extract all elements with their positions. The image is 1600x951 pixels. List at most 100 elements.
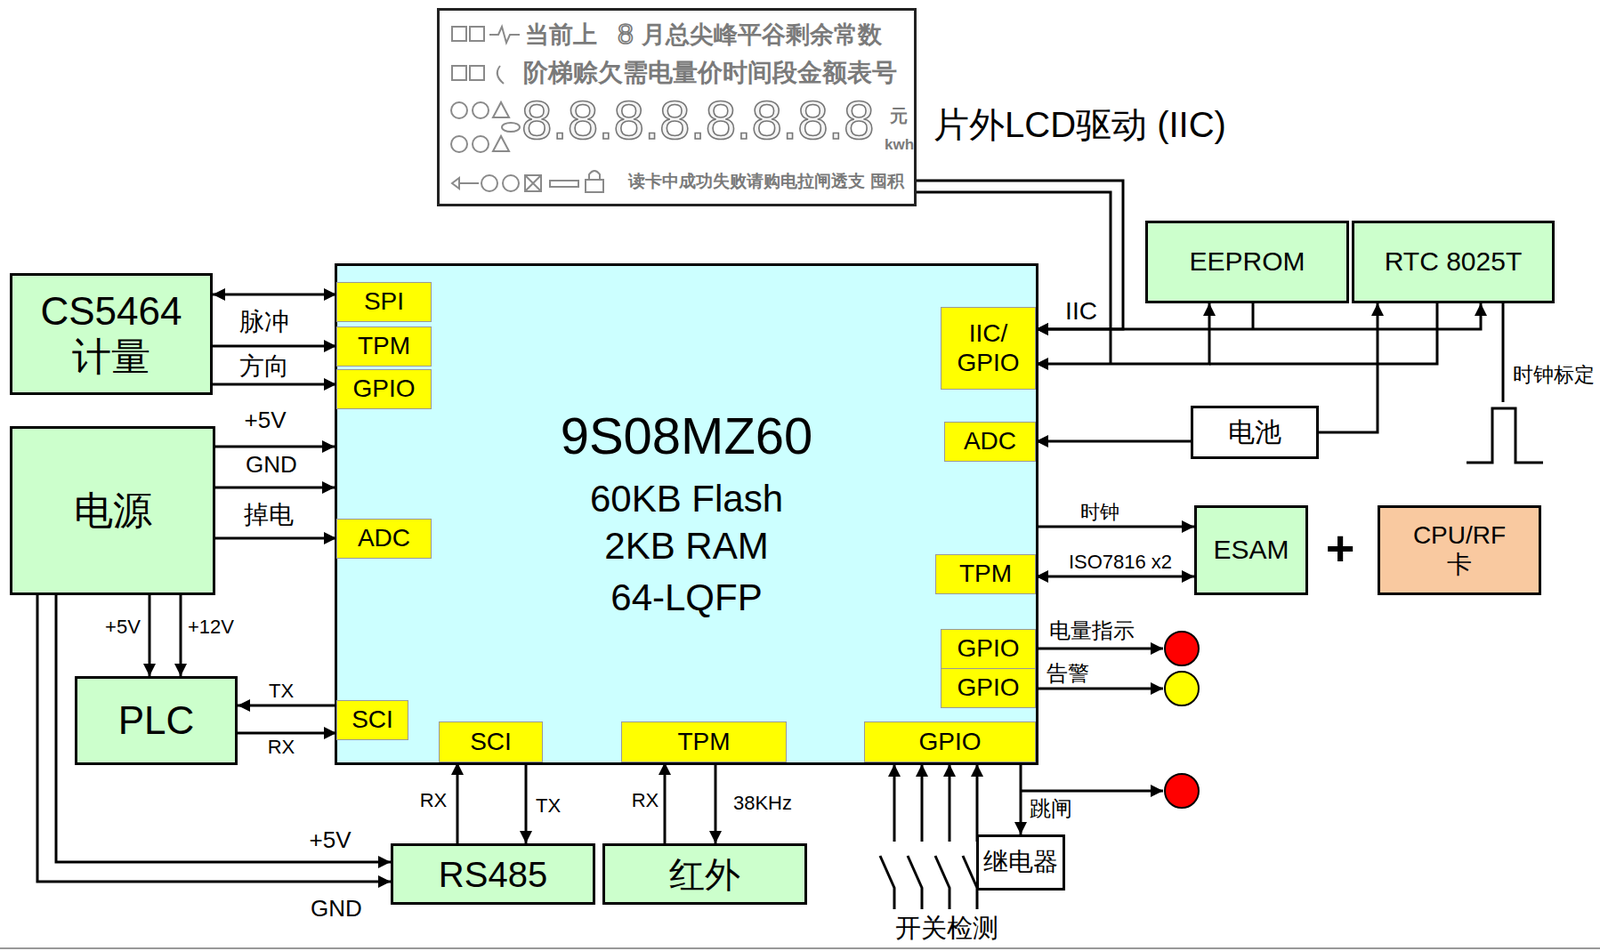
node-label: SCI	[351, 705, 394, 735]
connector	[179, 595, 183, 677]
port-box: ADC	[944, 421, 1036, 462]
switch-wire	[921, 764, 924, 842]
lcd-panel: 当前上8月总尖峰平谷剩余常数阶梯赊欠需电量价时间段金额表号8.8.8.8.8.8…	[436, 8, 917, 207]
node-text: 2KB RAM	[337, 527, 1036, 566]
lcd-icon	[492, 136, 510, 152]
annotation-label: +	[1325, 523, 1356, 574]
node-text: 片外LCD驱动 (IIC)	[933, 106, 1227, 143]
node-label: GPIO	[352, 374, 415, 404]
port-box: SCI	[336, 700, 409, 741]
bottom-rule	[0, 947, 1600, 950]
connector	[1318, 303, 1378, 433]
node-text: 64-LQFP	[337, 579, 1036, 617]
lcd-icon	[585, 170, 604, 193]
connector	[237, 704, 337, 708]
lcd-icon	[549, 180, 579, 187]
port-box: TPM	[336, 326, 432, 367]
connector	[215, 537, 337, 541]
connector	[148, 595, 152, 677]
signal-label: GND	[245, 452, 298, 477]
yellow-led	[1164, 671, 1199, 706]
signal-label: ISO7816 x2	[1068, 552, 1172, 573]
battery-box: 电池	[1190, 405, 1319, 460]
node-label: 电源	[73, 488, 153, 534]
switch-wire	[893, 764, 897, 842]
signal-label: 时钟	[1080, 502, 1120, 523]
node-text: 元	[889, 106, 908, 125]
annotation-label: 开关检测	[895, 915, 999, 942]
lcd-icon	[452, 65, 467, 81]
node-label: TPM	[959, 559, 1012, 589]
signal-label: TX	[268, 681, 294, 702]
node-text: 8.8.8.8.8.8.8.8	[521, 92, 874, 148]
led-wire	[1035, 687, 1164, 691]
signal-label: +5V	[309, 828, 352, 852]
port-box: TPM	[621, 721, 787, 763]
connector	[525, 762, 528, 844]
connector	[237, 732, 337, 736]
node-label: ADC	[963, 427, 1017, 456]
chip-box: EEPROM	[1145, 220, 1350, 304]
node-label: 电池	[1228, 417, 1282, 449]
connector	[1035, 575, 1195, 579]
node-label: PLC	[118, 698, 195, 744]
signal-label: RX	[631, 791, 660, 811]
node-label: 红外	[669, 854, 741, 896]
node-label: 继电器	[983, 848, 1059, 877]
port-box: GPIO	[940, 668, 1036, 709]
chip-box: ESAM	[1194, 505, 1309, 596]
node-label: GPIO	[956, 634, 1019, 663]
bus-wire	[1209, 303, 1438, 364]
signal-label: RX	[420, 791, 448, 811]
switch-symbol	[962, 856, 978, 910]
connector	[1035, 303, 1481, 330]
connector	[212, 383, 337, 387]
red-led	[1164, 631, 1199, 666]
node-label: SPI	[363, 287, 405, 316]
chip-box: CS5464 计量	[9, 273, 213, 396]
lcd-icon	[452, 26, 467, 41]
annotation-label: 时钟标定	[1512, 364, 1595, 386]
port-box: IIC/ GPIO	[940, 307, 1036, 390]
power-box: 电源	[9, 426, 216, 596]
port-box: GPIO	[864, 721, 1036, 763]
switch-symbol	[907, 856, 922, 910]
node-label: ESAM	[1212, 534, 1289, 566]
signal-label: TX	[535, 796, 561, 817]
connector	[714, 762, 718, 844]
led-wire	[1035, 647, 1164, 651]
lcd-icon	[451, 102, 468, 119]
node-label: RTC 8025T	[1384, 246, 1523, 278]
signal-label: +5V	[105, 617, 141, 638]
node-label: CPU/RF 卡	[1406, 521, 1513, 579]
signal-label: +5V	[244, 408, 287, 432]
pulse-waveform	[1466, 408, 1544, 463]
node-label: EEPROM	[1188, 246, 1305, 278]
connector	[215, 486, 335, 490]
switch-symbol	[880, 856, 895, 910]
lcd-icon	[502, 175, 519, 192]
connector	[1038, 525, 1195, 529]
module-box: RS485	[390, 843, 596, 906]
connector	[663, 762, 667, 844]
lcd-icon	[472, 102, 489, 119]
connector	[1019, 762, 1023, 835]
lcd-icon	[492, 102, 510, 118]
connector	[212, 345, 337, 348]
lcd-icon	[501, 122, 520, 132]
node-label: TPM	[677, 727, 730, 757]
connector	[456, 762, 460, 844]
signal-label: 掉电	[243, 502, 294, 528]
module-box: PLC	[74, 676, 238, 766]
signal-label: +12V	[187, 617, 235, 638]
node-label: TPM	[357, 331, 411, 361]
relay-box: 继电器	[976, 834, 1066, 891]
clock-wire	[1502, 303, 1505, 403]
lcd-icon	[469, 65, 485, 81]
node-label: CS5464 计量	[22, 289, 201, 380]
signal-label: 38KHz	[733, 793, 792, 814]
lcd-icon	[481, 175, 498, 192]
chip-box: RTC 8025T	[1351, 220, 1555, 304]
lcd-icon	[489, 26, 520, 43]
node-text: 8	[617, 19, 634, 49]
